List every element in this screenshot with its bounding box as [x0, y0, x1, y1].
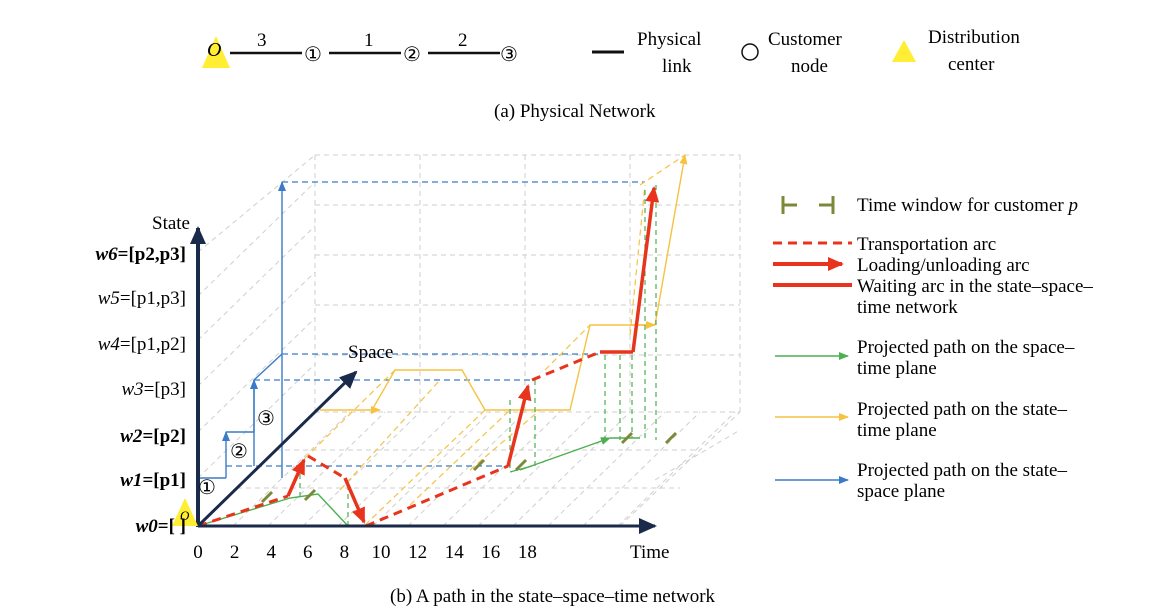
origin-triangle	[172, 498, 198, 526]
time-tick-label: 6	[303, 542, 313, 563]
state-labels: w0=[ ] w1=[p1] w2=[p2] w3=[p3] w4=[p1,p2] w5=…	[95, 244, 186, 537]
legend-time-window: Time window for customer p	[857, 195, 1078, 216]
legend-proj-space-time-line1: Projected path on the space–	[857, 337, 1075, 358]
legend-loading-arc: Loading/unloading arc	[857, 255, 1030, 276]
state-axis-title: State	[152, 213, 190, 234]
time-tick-label: 18	[518, 542, 537, 563]
time-tick-label: 0	[193, 542, 203, 563]
customer-node-1: ①	[304, 44, 322, 66]
legend-physical-link-line2: link	[662, 56, 692, 77]
state-label-w0: w0=[ ]	[136, 516, 186, 537]
legend-proj-state-space-line2: space plane	[857, 481, 945, 502]
legend-dc-line1: Distribution	[928, 27, 1020, 48]
time-window-markers	[260, 431, 678, 504]
caption-a: (a) Physical Network	[494, 101, 656, 122]
physical-network: O 3 ① 1 ② 2 ③ Physical link Customer nod…	[202, 27, 1020, 122]
space-node-2: ②	[230, 441, 248, 463]
legend-dc-line2: center	[948, 54, 995, 75]
time-tick-label: 12	[408, 542, 427, 563]
physical-origin-label: O	[207, 39, 221, 61]
projection-state-time	[320, 154, 688, 414]
legend-customer-line2: node	[791, 56, 828, 77]
legend-proj-state-time-line1: Projected path on the state–	[857, 399, 1067, 420]
yellow-dashed-guides	[304, 154, 686, 526]
space-node-3: ③	[257, 408, 275, 430]
customer-node-2: ②	[403, 44, 421, 66]
state-label-w3: w3=[p3]	[121, 379, 186, 400]
link-cost-1: 3	[257, 30, 267, 51]
legend-transport-arc: Transportation arc	[857, 234, 996, 255]
customer-node-3: ③	[500, 44, 518, 66]
main-path	[197, 186, 660, 528]
time-window-icon	[781, 196, 835, 214]
legend-waiting-arc-line2: time network	[857, 297, 958, 318]
state-label-w6: w6=[p2,p3]	[95, 244, 186, 265]
legend-proj-space-time-line2: time plane	[857, 358, 937, 379]
distribution-center-triangle	[202, 36, 230, 68]
distribution-center-legend-icon	[892, 40, 916, 62]
projection-state-space	[197, 181, 286, 526]
legend: Time window for customer p Transportatio…	[773, 195, 1093, 502]
state-label-w5: w5=[p1,p3]	[98, 288, 186, 309]
space-node-1: ①	[198, 477, 216, 499]
space-axis-title: Space	[348, 342, 393, 363]
space-axis	[196, 370, 358, 528]
state-label-w4: w4=[p1,p2]	[98, 334, 186, 355]
time-tick-label: 8	[340, 542, 350, 563]
legend-proj-state-space-line1: Projected path on the state–	[857, 460, 1067, 481]
legend-waiting-arc-line1: Waiting arc in the state–space–	[857, 276, 1093, 297]
time-ticks: 0 2 4 6 8 10 12 14 16 18	[193, 542, 537, 563]
time-axis-title: Time	[630, 542, 669, 563]
customer-node-legend-icon	[741, 43, 759, 61]
projection-space-time	[197, 437, 640, 527]
grid	[197, 154, 741, 527]
blue-dashed-guides	[226, 181, 645, 467]
time-tick-label: 4	[266, 542, 276, 563]
state-label-w1: w1=[p1]	[120, 470, 186, 491]
time-tick-label: 14	[445, 542, 465, 563]
axes	[190, 226, 657, 534]
link-cost-3: 2	[458, 30, 468, 51]
time-tick-label: 10	[372, 542, 391, 563]
state-label-w2: w2=[p2]	[120, 426, 186, 447]
link-cost-2: 1	[364, 30, 374, 51]
origin-label: O	[180, 508, 190, 523]
time-tick-label: 16	[481, 542, 500, 563]
legend-customer-line1: Customer	[768, 29, 843, 50]
time-tick-label: 2	[230, 542, 240, 563]
legend-physical-link-line1: Physical	[637, 29, 701, 50]
caption-b: (b) A path in the state–space–time netwo…	[390, 586, 716, 607]
sst-network: O State Space Time ① ② ③ w0=[ ] w1=[p1] w2…	[95, 154, 741, 607]
legend-proj-state-time-line2: time plane	[857, 420, 937, 441]
